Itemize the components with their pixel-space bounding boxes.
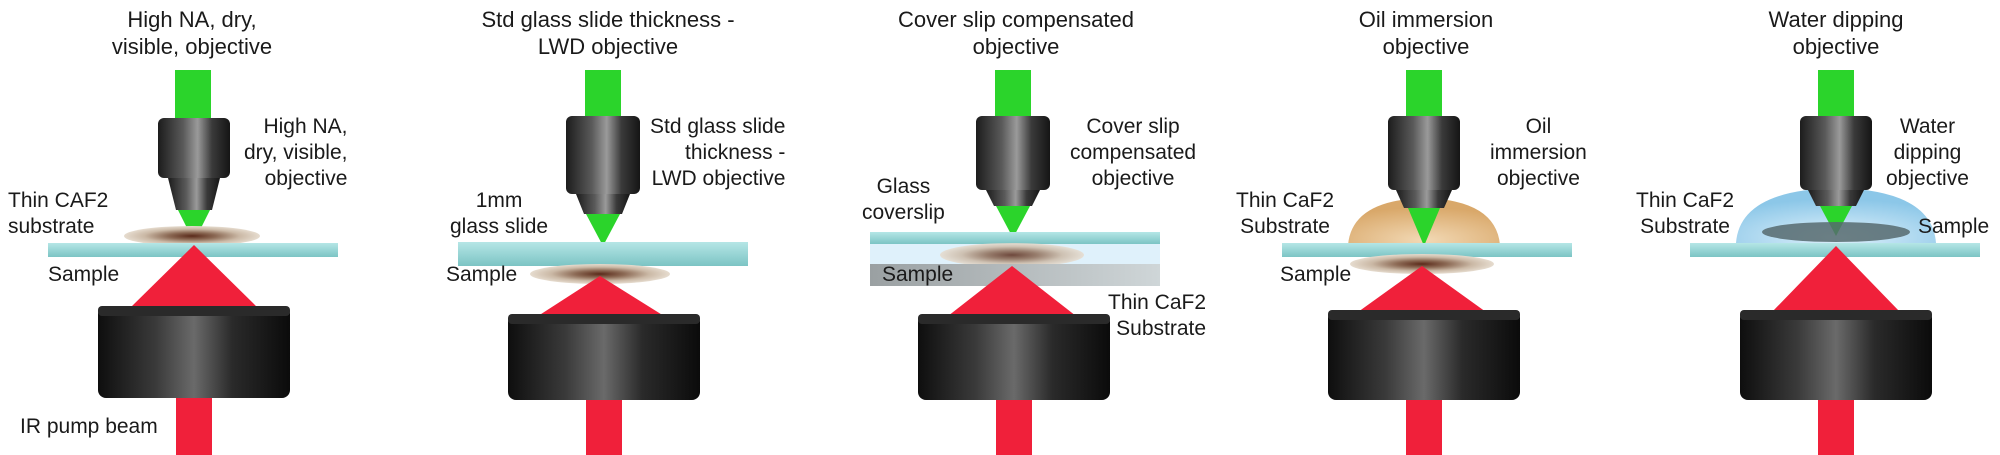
glass-slide-label: 1mm glass slide [450, 189, 549, 238]
ir-pump-beam [996, 400, 1032, 455]
substrate-label: Thin CAF2 substrate [8, 189, 109, 238]
visible-beam [995, 70, 1031, 118]
panel-oil-immersion: Oil immersion objective Oil immersion ob… [1230, 0, 1630, 455]
visible-focus-cone [1408, 208, 1440, 246]
condenser-lens [508, 314, 700, 400]
panel-5-illustration [1690, 70, 1980, 455]
objective-label: High NA, dry, visible, objective [244, 115, 348, 190]
ir-pump-beam-label: IR pump beam [20, 415, 158, 438]
substrate-label: Thin CaF2 Substrate [1636, 189, 1735, 238]
objective-lens [158, 118, 230, 210]
ir-focus-cone [538, 276, 664, 316]
panel-2-illustration [458, 70, 748, 455]
sample-label: Sample [1280, 263, 1352, 286]
substrate-label: Thin CaF2 Substrate [1108, 291, 1207, 340]
visible-beam [585, 70, 621, 118]
sample-label: Sample [48, 263, 120, 286]
condenser-lens [98, 306, 290, 398]
panel-high-na-dry: High NA, dry, visible, objective High NA… [0, 0, 400, 455]
sample-spot [1350, 254, 1494, 274]
visible-focus-cone [586, 214, 620, 246]
ir-focus-cone [948, 266, 1076, 316]
condenser-lens [1740, 310, 1932, 400]
ir-pump-beam [1818, 400, 1854, 455]
panel-1-illustration [48, 70, 338, 455]
sample-label: Sample [1918, 215, 1990, 238]
visible-beam [175, 70, 211, 120]
objective-lens [976, 116, 1050, 206]
ir-pump-beam [586, 400, 622, 455]
glass-slide [458, 242, 748, 266]
visible-focus-cone [1820, 206, 1852, 236]
panel-title: High NA, dry, visible, objective [111, 7, 273, 59]
condenser-lens [918, 314, 1110, 400]
ir-pump-beam [1406, 400, 1442, 455]
sample-spot [1762, 222, 1910, 242]
panel-water-dipping: Water dipping objective Water dipping ob… [1600, 0, 2000, 455]
panel-title: Std glass slide thickness - LWD objectiv… [481, 7, 735, 59]
panel-3-illustration [870, 70, 1160, 455]
objective-label: Oil immersion objective [1490, 115, 1587, 190]
glass-coverslip [870, 232, 1160, 244]
caf2-substrate [1282, 243, 1572, 257]
sample-spot [124, 226, 260, 246]
objective-label: Water dipping objective [1886, 115, 1969, 190]
ir-focus-cone [130, 245, 258, 308]
visible-focus-cone [996, 206, 1030, 238]
objective-lens [1388, 116, 1460, 208]
panel-title: Cover slip compensated objective [897, 7, 1134, 59]
ir-pump-beam [176, 398, 212, 455]
visible-focus-cone [178, 210, 210, 242]
sample-spot [940, 243, 1084, 267]
sample-spot [530, 264, 670, 284]
ir-focus-cone [1358, 266, 1486, 312]
objective-lens [1800, 116, 1872, 206]
panel-4-illustration [1282, 70, 1572, 455]
sample-label: Sample [446, 263, 518, 286]
condenser-lens [1328, 310, 1520, 400]
visible-beam [1818, 70, 1854, 118]
substrate-label: Thin CaF2 Substrate [1236, 189, 1335, 238]
coverslip-label: Glass coverslip [862, 175, 945, 224]
panel-lwd: Std glass slide thickness - LWD objectiv… [410, 0, 810, 455]
objective-label: Cover slip compensated objective [1070, 115, 1197, 190]
ir-focus-cone [1772, 246, 1900, 312]
sample-label: Sample [882, 263, 954, 286]
objective-lens [566, 116, 640, 214]
visible-beam [1406, 70, 1442, 118]
panel-coverslip: Cover slip compensated objective Cover s… [820, 0, 1220, 455]
panel-title: Oil immersion objective [1358, 7, 1494, 59]
objective-label: Std glass slide thickness - LWD objectiv… [650, 115, 786, 190]
panel-title: Water dipping objective [1768, 7, 1904, 59]
